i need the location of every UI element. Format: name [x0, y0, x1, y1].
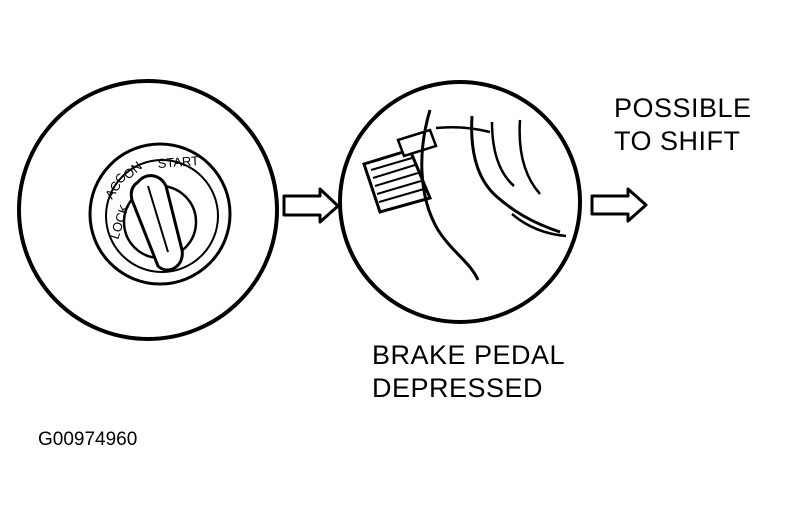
ignition-bezel-outer [88, 142, 232, 286]
brake-panel-border [338, 80, 582, 324]
figure-id: G00974960 [38, 429, 138, 450]
caption-line: BRAKE PEDAL [372, 340, 566, 370]
brake-pedal-depressed-caption: BRAKE PEDAL DEPRESSED [372, 339, 565, 405]
pedal-arm [396, 128, 438, 158]
key-ridge [147, 185, 169, 253]
key-head [129, 174, 184, 272]
right-arrow-icon [282, 187, 340, 224]
pos-start-label: START [157, 153, 199, 171]
shoe-sole [470, 115, 561, 234]
shoe-outline [420, 109, 480, 281]
ignition-bezel-inner [105, 159, 219, 273]
ignition-switch-panel: LOCK ACC ON START [17, 79, 279, 341]
caption-line: POSSIBLE [614, 93, 752, 123]
caption-line: TO SHIFT [614, 126, 741, 156]
right-arrow-icon [590, 187, 648, 223]
ignition-panel-border [17, 79, 279, 341]
caption-line: DEPRESSED [372, 373, 544, 403]
pos-lock-label: LOCK [107, 202, 132, 241]
brake-pedal-panel [338, 80, 582, 324]
possible-to-shift-caption: POSSIBLE TO SHIFT [614, 92, 752, 158]
